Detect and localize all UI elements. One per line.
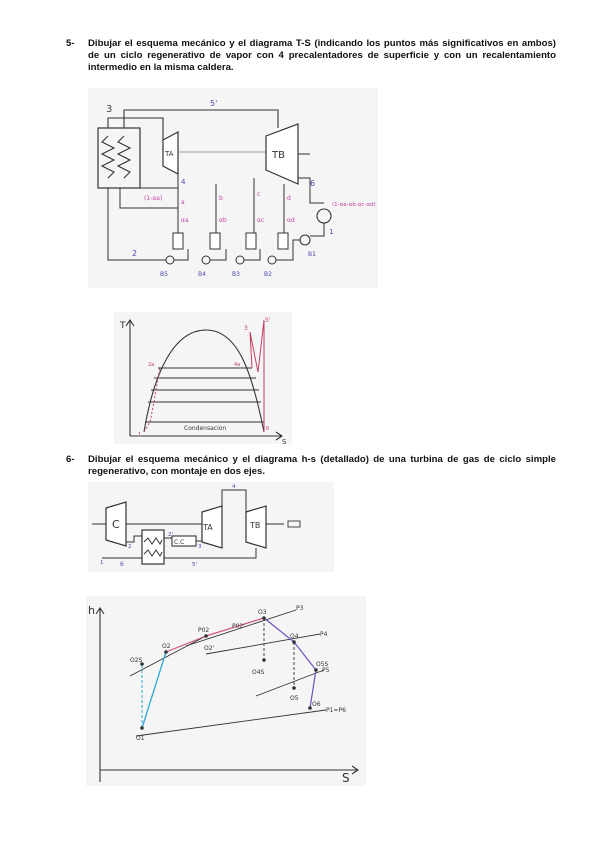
turbine-tb (265, 123, 299, 185)
extraction-c: c (257, 191, 260, 198)
ts-point-5: 5' (265, 317, 271, 324)
hs-p5: P5 (322, 667, 330, 674)
point-4-label: 4 (181, 178, 186, 186)
hs-diagram: h S O2S O2 P02 P02' O2' O3 P3 (86, 596, 366, 786)
fraction-b: αb (219, 217, 227, 224)
hs-o3: O3 (258, 609, 267, 616)
gas-point-2p: 2' (168, 532, 173, 538)
question-5-text: Dibujar el esquema mecánico y el diagram… (88, 38, 556, 73)
boiler (97, 127, 141, 189)
hs-p4: P4 (320, 631, 328, 638)
compressor-label: C (112, 518, 120, 531)
hs-o2p: O2' (204, 645, 215, 652)
hs-p3: P3 (296, 605, 304, 612)
gas-point-3: 3 (198, 544, 202, 550)
gas-point-2: 2 (128, 544, 132, 550)
question-5: 5- Dibujar el esquema mecánico y el diag… (66, 38, 556, 74)
hs-o5: O5 (290, 695, 299, 702)
ts-point-4a: 4a (234, 362, 240, 368)
gas-ta-label: TA (202, 523, 213, 532)
hs-o2s: O2S (130, 657, 143, 664)
hs-p02p: P02' (232, 623, 245, 630)
ts-point-2a: 2a (148, 362, 154, 368)
pump-b1: B1 (308, 251, 316, 258)
turbine-tb-gas (245, 505, 267, 549)
gas-point-5: 5' (192, 562, 197, 568)
question-6: 6- Dibujar el esquema mecánico y el diag… (66, 454, 556, 478)
extraction-a: a (181, 199, 185, 206)
mass-right-label: (1-αa-αb-αc-αd) (332, 202, 376, 208)
hs-axis-h-label: h (88, 604, 95, 617)
gas-tb-label: TB (249, 521, 260, 530)
extraction-b: b (219, 195, 223, 202)
point-3-label: 3 (106, 104, 112, 115)
point-1-label: 1 (329, 228, 333, 236)
point-5-label: 5' (210, 99, 217, 108)
hs-o2: O2 (162, 643, 171, 650)
ts-point-3: 3 (244, 325, 248, 332)
ts-point-1: 1 (138, 432, 141, 438)
axis-t-label: T (119, 321, 126, 331)
question-6-text: Dibujar el esquema mecánico y el diagram… (88, 454, 556, 477)
mass-left-label: (1-αa) (144, 195, 162, 202)
turbine-tb-label: TB (271, 150, 285, 161)
steam-cycle-scheme: TA TB 3 5' 4 (88, 88, 378, 288)
extraction-d: d (287, 195, 291, 202)
cc-label: C.C (174, 539, 184, 546)
hs-axis-s-label: S (342, 771, 350, 785)
point-6-label: 6 (310, 179, 315, 188)
gas-point-6: 6 (120, 561, 124, 568)
hs-o1: O1 (136, 735, 145, 742)
question-5-number: 5- (66, 38, 75, 49)
compressor (105, 501, 127, 547)
turbine-ta-gas (201, 505, 223, 549)
hs-o6: O6 (312, 701, 321, 708)
axis-s-label: S (282, 438, 287, 444)
point-2-label: 2 (132, 249, 137, 258)
gas-point-4: 4 (232, 484, 236, 490)
pump-b5: B5 (160, 271, 168, 278)
regenerator (141, 529, 165, 565)
saturation-dome (143, 329, 265, 433)
pump-b4: B4 (198, 271, 206, 278)
gas-turbine-scheme: C C.C TA TB 2 2' 3 4 5' 6 1 (88, 482, 334, 572)
turbine-ta-label: TA (164, 150, 174, 158)
question-6-number: 6- (66, 454, 75, 465)
hs-o4: O4 (290, 633, 299, 640)
hs-o4s: O4S (252, 669, 265, 676)
fraction-d: αd (287, 217, 295, 224)
fraction-a: αa (181, 217, 189, 224)
fraction-c: αc (257, 217, 264, 224)
hs-p6: P1=P6 (326, 707, 346, 714)
pump-b3: B3 (232, 271, 240, 278)
ts-diagram: T S 3 5' 2a 4a 1 6 Condensacion (114, 312, 292, 446)
ts-point-6: 6 (266, 426, 269, 432)
pump-b2: B2 (264, 271, 272, 278)
hs-o5s: O5S (316, 661, 329, 668)
gas-point-1: 1 (100, 560, 104, 566)
condensation-label: Condensacion (184, 425, 226, 432)
condenser (316, 208, 332, 224)
hs-p02: P02 (198, 627, 209, 634)
